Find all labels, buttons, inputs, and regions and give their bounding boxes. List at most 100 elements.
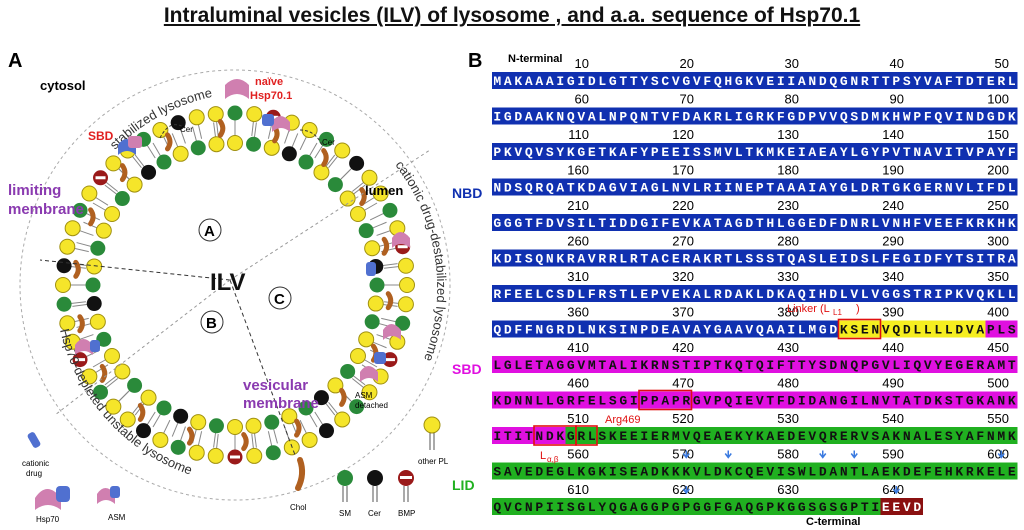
residue-bg: [901, 285, 913, 302]
residue: I: [493, 429, 501, 444]
residue-number: 480: [777, 376, 799, 391]
cer-label-1: Cer: [180, 125, 193, 134]
residue-bg: [628, 107, 640, 125]
outer-lipid-head: [246, 106, 263, 123]
residue-bg: [555, 427, 566, 444]
inner-lipid-head: [89, 313, 106, 330]
residue-bg: [817, 498, 829, 515]
residue-bg: [607, 214, 619, 231]
residue: K: [598, 465, 606, 480]
residue: A: [693, 323, 701, 338]
residue-bg: [912, 427, 923, 444]
residue: A: [525, 110, 533, 125]
residue: G: [756, 500, 764, 515]
residue-bg: [586, 214, 598, 231]
residue: Y: [640, 145, 648, 160]
residue: R: [756, 110, 764, 125]
residue-bg: [492, 427, 503, 444]
residue: K: [1008, 216, 1016, 231]
residue: L: [514, 358, 522, 373]
cholesterol: [339, 387, 347, 407]
residue-bg: [922, 285, 934, 302]
residue-bg: [565, 391, 577, 409]
residue-bg: [544, 356, 556, 373]
residue-bg: [775, 285, 787, 302]
residue: E: [672, 252, 680, 267]
residue-bg: [880, 214, 892, 231]
residue-bg: [523, 214, 535, 231]
residue: L: [966, 181, 974, 196]
residue: R: [924, 287, 932, 302]
residue-bg: [733, 214, 745, 231]
residue-bg: [870, 143, 881, 160]
residue-bg: [597, 285, 608, 302]
residue-bg: [712, 356, 724, 373]
residue-bg: [628, 427, 640, 444]
cholesterol: [164, 132, 173, 152]
residue: P: [672, 394, 680, 409]
residue-bg: [723, 285, 734, 302]
outer-lipid-head: [361, 169, 378, 186]
residue-bg: [754, 72, 766, 89]
residue: R: [630, 252, 638, 267]
residue-bg: [891, 498, 902, 515]
residue-bg: [933, 72, 944, 89]
residue: F: [535, 216, 543, 231]
residue-bg: [723, 498, 734, 515]
residue-bg: [807, 249, 818, 267]
residue: A: [829, 145, 837, 160]
residue-bg: [922, 107, 934, 125]
residue-bg: [786, 72, 797, 89]
residue: V: [756, 74, 764, 89]
residue-bg: [670, 320, 682, 338]
residue: R: [651, 358, 659, 373]
residue: R: [997, 252, 1005, 267]
residue: S: [556, 287, 564, 302]
residue-bg: [985, 178, 997, 196]
residue-number: 160: [567, 163, 589, 178]
residue-number: 390: [882, 305, 904, 320]
residue-bg: [691, 178, 703, 196]
residue-number: 210: [567, 198, 589, 213]
residue-bg: [691, 214, 703, 231]
residue-bg: [513, 427, 524, 444]
residue: M: [766, 145, 774, 160]
residue-bg: [681, 498, 692, 515]
residue-bg: [639, 214, 650, 231]
residue-bg: [933, 107, 944, 125]
residue-bg: [523, 249, 535, 267]
residue-bg: [576, 72, 587, 89]
residue: T: [640, 252, 648, 267]
residue-bg: [796, 249, 808, 267]
residue-number: 370: [672, 305, 694, 320]
residue-bg: [544, 72, 556, 89]
residue-bg: [660, 427, 671, 444]
outer-lipid-head: [188, 109, 205, 126]
residue: E: [966, 358, 974, 373]
residue-bg: [681, 107, 692, 125]
residue: L: [577, 323, 585, 338]
residue-bg: [618, 356, 629, 373]
cholesterol: [119, 163, 128, 183]
residue-bg: [786, 143, 797, 160]
inner-lipid-head: [227, 419, 243, 435]
residue-bg: [712, 320, 724, 338]
residue-bg: [849, 356, 860, 373]
residue: V: [693, 74, 701, 89]
residue: L: [861, 287, 869, 302]
arrow-left: [39, 259, 231, 281]
residue-bg: [943, 427, 955, 444]
residue-bg: [954, 249, 965, 267]
residue: E: [934, 429, 942, 444]
residue-bg: [639, 356, 650, 373]
residue-bg: [996, 249, 1007, 267]
residue-bg: [618, 462, 629, 480]
residue-bg: [870, 498, 881, 515]
residue-bg: [534, 178, 545, 196]
residue: N: [609, 110, 617, 125]
residue: E: [525, 287, 533, 302]
residue: G: [640, 216, 648, 231]
residue: R: [535, 181, 543, 196]
residue-bg: [996, 462, 1007, 480]
residue: E: [661, 145, 669, 160]
